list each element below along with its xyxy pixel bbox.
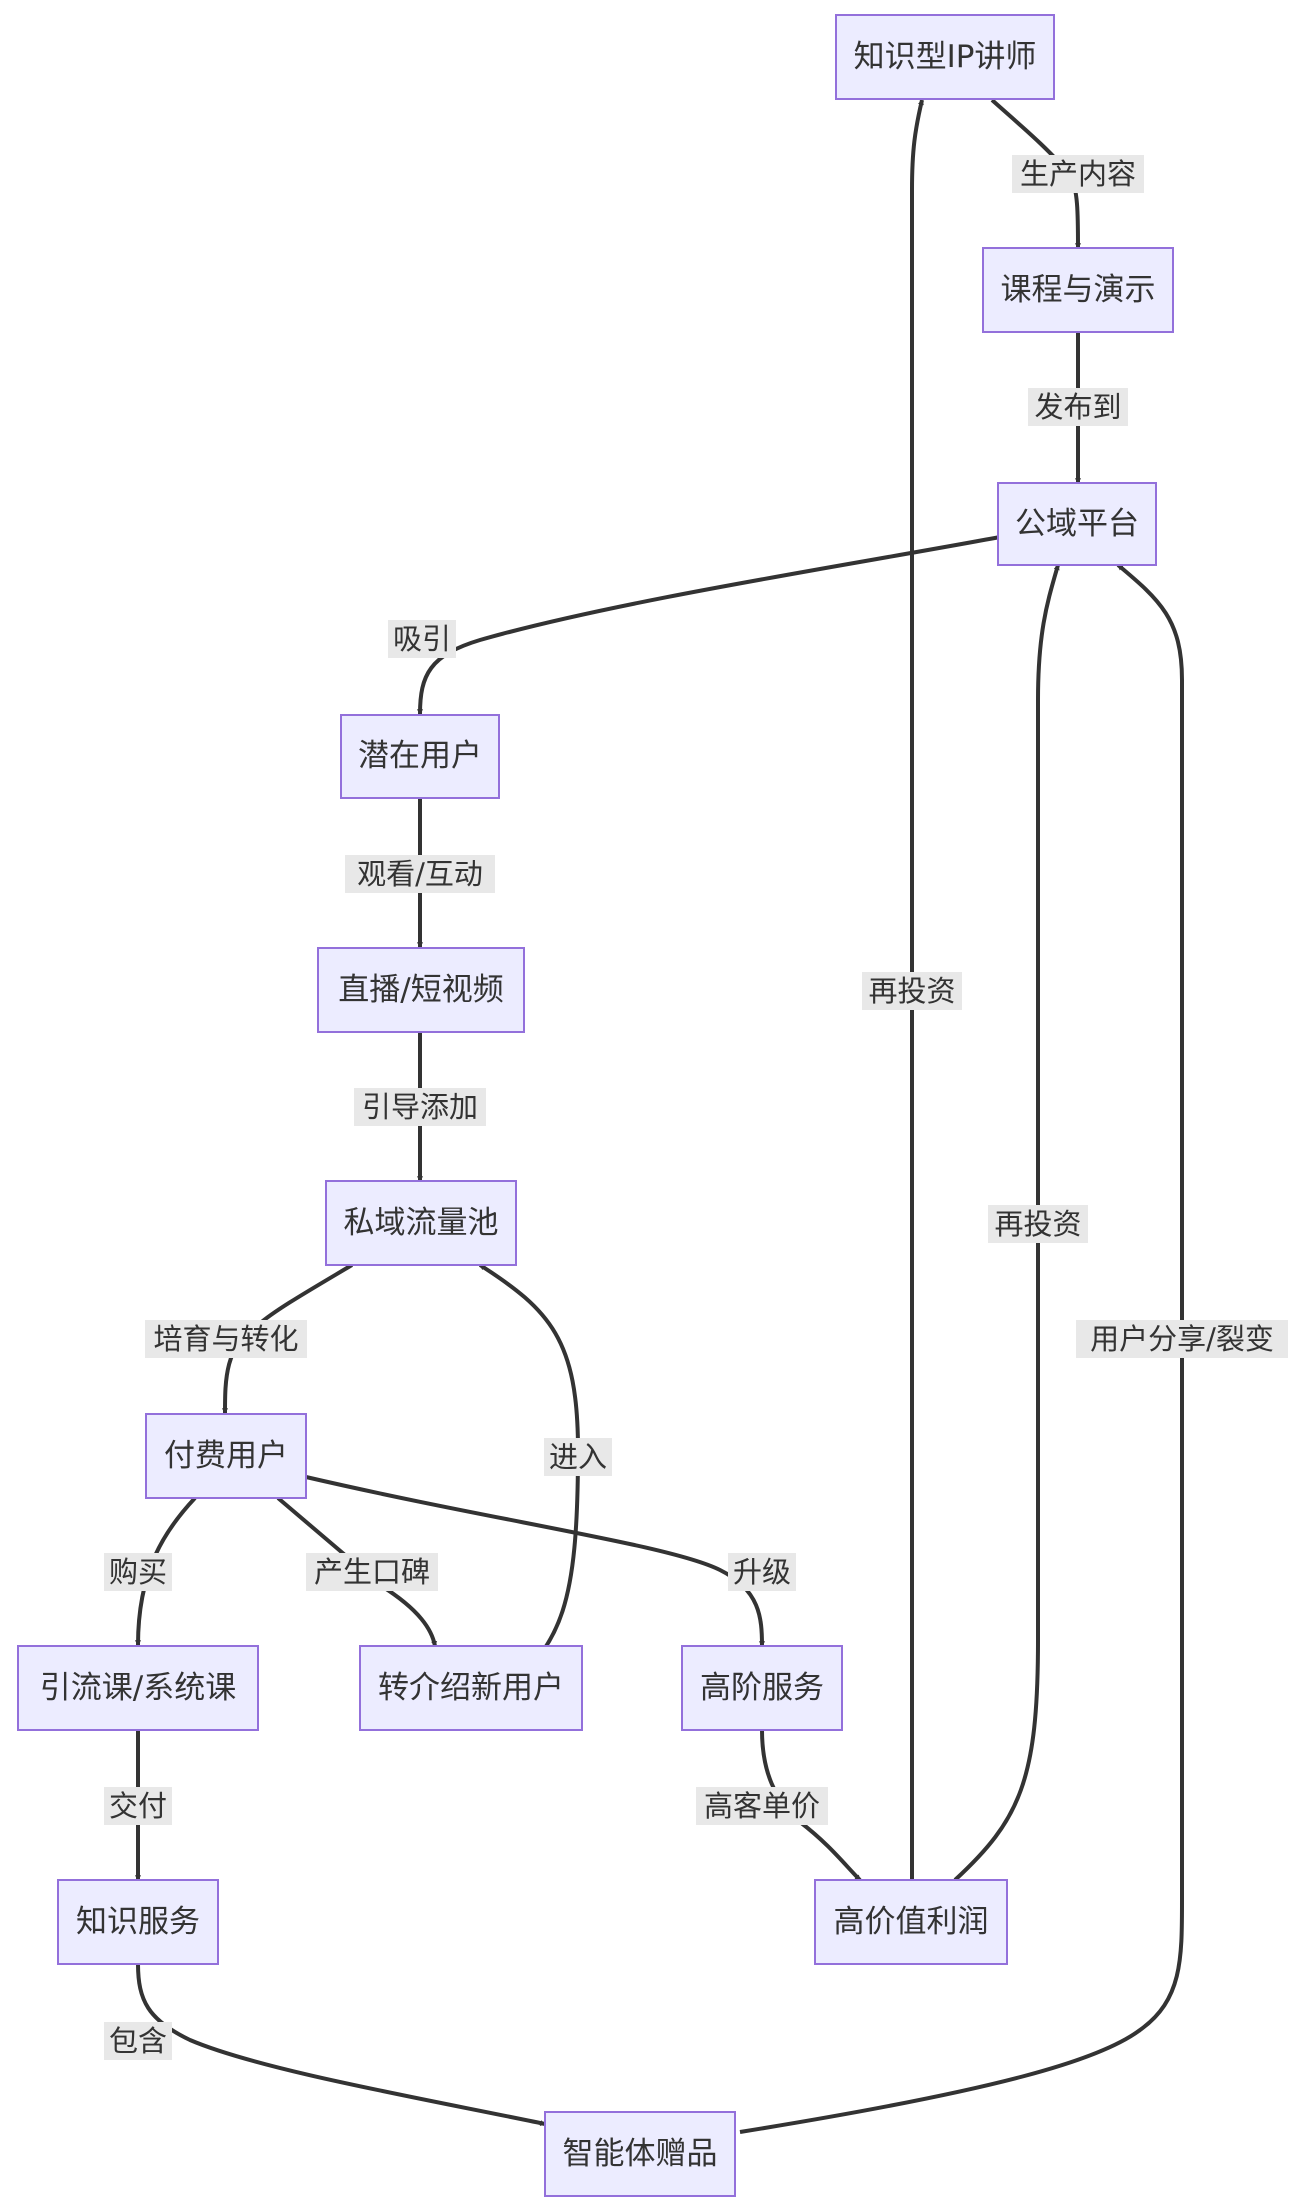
svg-text:升级: 升级: [733, 1555, 791, 1589]
edges: [135, 98, 1184, 2134]
node-live-video: 直播/短视频: [317, 947, 525, 1033]
node-agent-gift: 智能体赠品: [544, 2111, 736, 2197]
svg-text:培育与转化: 培育与转化: [153, 1322, 298, 1356]
svg-text:引流课/系统课: 引流课/系统课: [40, 1670, 236, 1706]
node-premium-service: 高阶服务: [681, 1645, 843, 1731]
svg-text:生产内容: 生产内容: [1020, 157, 1136, 191]
node-public-platform: 公域平台: [997, 482, 1157, 566]
svg-text:观看/互动: 观看/互动: [357, 857, 483, 891]
edge-knowledge-to-gift: [136, 1963, 547, 2126]
node-private-pool: 私域流量池: [325, 1180, 517, 1266]
svg-text:购买: 购买: [109, 1555, 167, 1589]
svg-text:公域平台: 公域平台: [1015, 506, 1139, 542]
edge-label-enter: 进入: [544, 1438, 612, 1476]
svg-text:包含: 包含: [109, 2024, 167, 2058]
svg-text:产生口碑: 产生口碑: [314, 1555, 430, 1589]
edge-label-upgrade: 升级: [728, 1553, 796, 1591]
node-potential-users: 潜在用户: [340, 714, 500, 799]
edge-label-deliver: 交付: [104, 1787, 172, 1825]
node-referral-users: 转介绍新用户: [359, 1645, 583, 1731]
svg-text:潜在用户: 潜在用户: [358, 738, 482, 774]
edge-label-share: 用户分享/裂变: [1076, 1320, 1288, 1358]
svg-text:引导添加: 引导添加: [362, 1090, 478, 1124]
svg-text:课程与演示: 课程与演示: [1001, 272, 1156, 308]
edge-label-high-price: 高客单价: [696, 1787, 828, 1825]
edge-gift-to-public: [739, 563, 1184, 2134]
node-paid-users: 付费用户: [145, 1413, 307, 1499]
edge-label-buy: 购买: [104, 1553, 172, 1591]
edge-public-to-potential: [417, 535, 1001, 716]
edge-label-word-of-mouth: 产生口碑: [306, 1553, 438, 1591]
svg-text:知识型IP讲师: 知识型IP讲师: [854, 39, 1037, 75]
edge-paid-to-premium: [305, 1475, 765, 1648]
svg-text:直播/短视频: 直播/短视频: [338, 972, 503, 1008]
edge-label-reinvest-ip: 再投资: [862, 972, 962, 1010]
svg-text:高阶服务: 高阶服务: [700, 1670, 824, 1706]
svg-text:再投资: 再投资: [868, 974, 955, 1008]
edge-label-produce: 生产内容: [1012, 155, 1144, 193]
svg-text:私域流量池: 私域流量池: [344, 1205, 499, 1241]
edge-label-reinvest-public: 再投资: [988, 1205, 1088, 1243]
node-high-profit: 高价值利润: [814, 1879, 1008, 1965]
svg-text:发布到: 发布到: [1034, 390, 1121, 424]
node-intro-course: 引流课/系统课: [17, 1645, 259, 1731]
nodes: 知识型IP讲师 课程与演示 公域平台 潜在用户 直播/短视频 私域流量池 付费用…: [17, 14, 1174, 2197]
svg-text:高客单价: 高客单价: [704, 1789, 820, 1823]
svg-text:高价值利润: 高价值利润: [834, 1904, 989, 1940]
svg-text:转介绍新用户: 转介绍新用户: [378, 1670, 564, 1706]
edge-label-attract: 吸引: [388, 620, 456, 658]
edge-profit-to-ip: [910, 98, 924, 1880]
svg-text:再投资: 再投资: [994, 1207, 1081, 1241]
svg-text:智能体赠品: 智能体赠品: [563, 2136, 718, 2172]
edge-label-publish: 发布到: [1028, 388, 1128, 426]
svg-text:交付: 交付: [109, 1789, 167, 1823]
edge-referral-to-private: [478, 1263, 581, 1692]
svg-text:吸引: 吸引: [393, 622, 451, 656]
edge-label-guide: 引导添加: [354, 1088, 486, 1126]
svg-text:付费用户: 付费用户: [164, 1438, 288, 1474]
svg-text:用户分享/裂变: 用户分享/裂变: [1090, 1322, 1274, 1356]
edge-profit-to-public: [953, 563, 1060, 1882]
edge-label-watch: 观看/互动: [345, 855, 495, 893]
node-ip-lecturer: 知识型IP讲师: [835, 14, 1055, 100]
edge-label-nurture: 培育与转化: [145, 1320, 307, 1358]
edge-label-include: 包含: [104, 2022, 172, 2060]
svg-text:知识服务: 知识服务: [76, 1904, 200, 1940]
node-knowledge-service: 知识服务: [57, 1879, 219, 1965]
svg-text:进入: 进入: [549, 1440, 607, 1474]
edge-labels: 生产内容 发布到 吸引 观看/互动 引导添加 培育与转化 购买 产生口碑: [104, 155, 1288, 2060]
node-course-demo: 课程与演示: [982, 247, 1174, 333]
